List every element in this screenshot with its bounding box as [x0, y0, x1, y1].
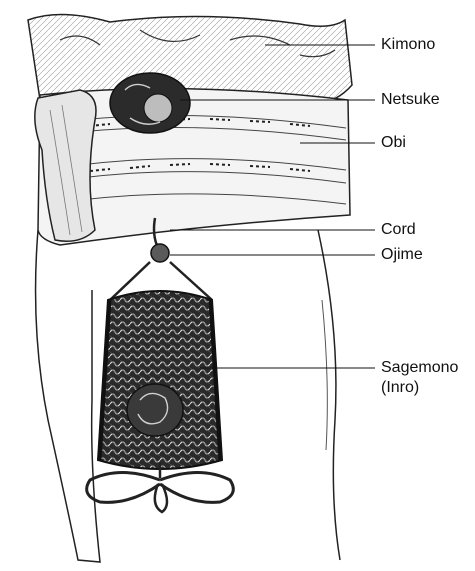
- label-sagemono: Sagemono: [381, 359, 458, 377]
- label-kimono: Kimono: [381, 36, 435, 54]
- label-cord: Cord: [381, 221, 416, 239]
- inro-container: [87, 291, 234, 512]
- obi-sash: [35, 89, 350, 245]
- label-inro: (Inro): [381, 379, 419, 397]
- label-ojime: Ojime: [381, 246, 423, 264]
- label-obi: Obi: [381, 134, 406, 152]
- netsuke-toggle: [110, 73, 190, 133]
- label-netsuke: Netsuke: [381, 91, 440, 109]
